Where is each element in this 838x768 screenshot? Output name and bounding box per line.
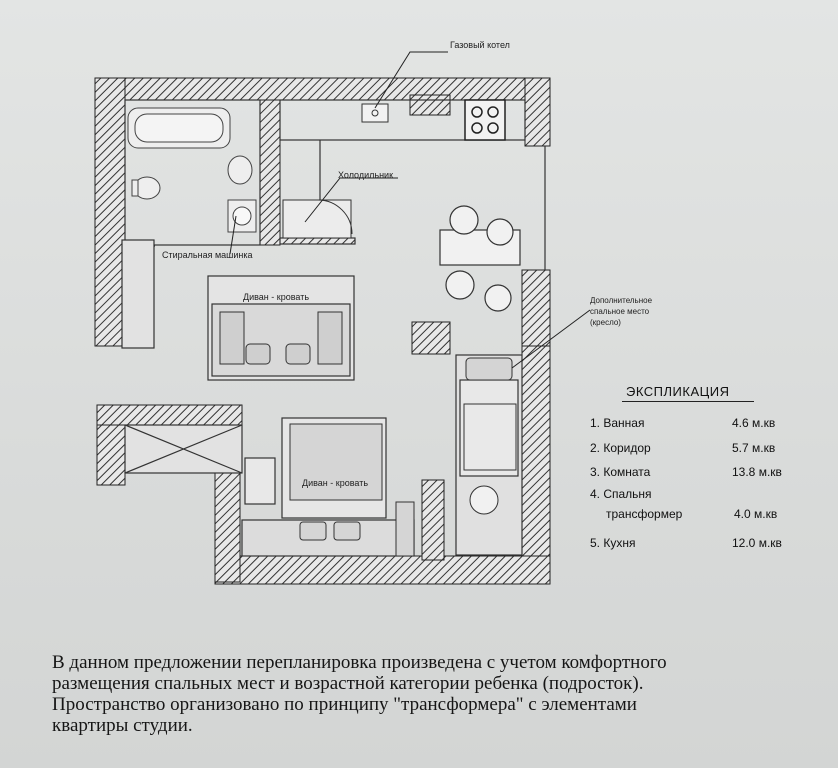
explication-room-name: 1. Ванная — [590, 416, 645, 430]
explication-room-name: 3. Комната — [590, 465, 651, 479]
wall-right-middle — [521, 269, 551, 347]
wall-left-lower — [214, 471, 241, 583]
wall-left-upper — [94, 77, 126, 347]
explication-underline — [622, 401, 754, 402]
description-line: квартиры студии. — [52, 715, 193, 736]
description-line: В данном предложении перепланировка прои… — [52, 652, 667, 673]
wall-bottom — [214, 555, 551, 585]
explication-room-name: трансформер — [606, 507, 683, 521]
explication-room-name: 2. Коридор — [590, 441, 651, 455]
wall-right-bottom — [521, 345, 551, 577]
description-line: Пространство организовано по принципу "т… — [52, 694, 637, 715]
explication-room-name: 5. Кухня — [590, 536, 636, 550]
extra-bed-label-line3: (кресло) — [590, 318, 621, 327]
extra-bed-label-line2: спальное место — [590, 307, 650, 316]
wall-right-top — [524, 77, 551, 147]
sofa-bed-top-label: Диван - кровать — [243, 292, 310, 302]
explication-room-area: 13.8 м.кв — [732, 465, 782, 479]
dining-table — [439, 205, 521, 312]
washing-machine-shape — [227, 199, 257, 233]
bathtub — [127, 107, 231, 149]
sofa-bed-bottom-label: Диван - кровать — [302, 478, 369, 488]
wall-loggia-top — [96, 404, 243, 426]
description-line: размещения спальных мест и возрастной ка… — [52, 673, 644, 694]
wall-bath-right — [259, 99, 281, 246]
wall-kitchen-bottom — [411, 321, 451, 355]
washing-machine-label: Стиральная машинка — [162, 250, 253, 260]
wall-top — [94, 77, 551, 101]
explication-room-name: 4. Спальня — [590, 487, 652, 501]
sink-bath — [227, 155, 253, 185]
fridge-label: Холодильник — [338, 170, 394, 180]
explication-title: ЭКСПЛИКАЦИЯ — [626, 384, 730, 399]
leader-lines — [229, 51, 591, 369]
explication-room-area: 4.6 м.кв — [732, 416, 776, 430]
floor-plan — [94, 51, 591, 585]
fridge-shape — [282, 199, 353, 239]
description-text: В данном предложении перепланировка прои… — [52, 652, 812, 736]
toilet — [131, 176, 161, 200]
armchair — [463, 357, 517, 515]
explication-room-area: 5.7 м.кв — [732, 441, 776, 455]
kitchen-sink — [361, 103, 389, 123]
gas-boiler-label: Газовый котел — [450, 40, 510, 50]
explication-room-area: 12.0 м.кв — [732, 536, 782, 550]
walls — [94, 77, 551, 585]
sofa-top — [219, 311, 343, 365]
explication-room-area: 4.0 м.кв — [734, 507, 778, 521]
extra-bed-label-line1: Дополнительное — [590, 296, 653, 305]
wall-bottom-right-step — [421, 479, 445, 561]
stove — [464, 99, 506, 141]
main-sofa — [289, 423, 415, 557]
wall-top-notch — [409, 94, 451, 116]
